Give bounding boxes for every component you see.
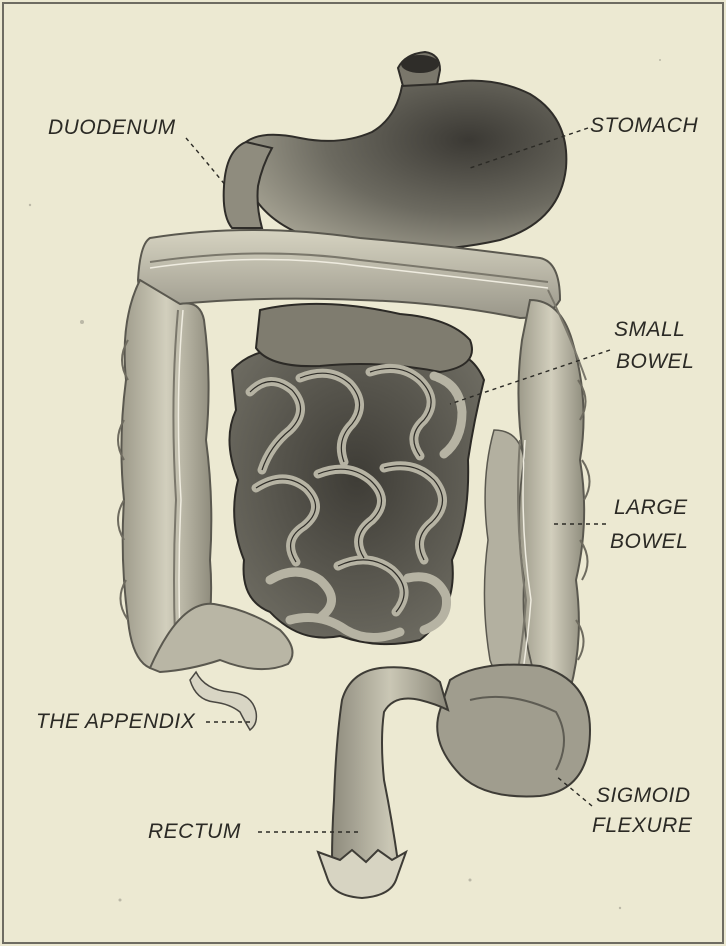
duodenum-leader (186, 138, 226, 186)
label-small-bowel-line1: SMALL (614, 318, 685, 342)
label-rectum: RECTUM (148, 820, 241, 844)
label-appendix: THE APPENDIX (36, 710, 195, 734)
rectum-shape (318, 667, 448, 898)
sigmoid-shape (437, 665, 590, 797)
label-small-bowel-line2: BOWEL (616, 350, 694, 374)
stomach-shape (224, 52, 567, 250)
label-duodenum: DUODENUM (48, 116, 176, 140)
label-large-bowel-line1: LARGE (614, 496, 688, 520)
label-large-bowel-line2: BOWEL (610, 530, 688, 554)
small-bowel-shape (229, 304, 484, 644)
label-sigmoid-line2: FLEXURE (592, 814, 692, 838)
label-sigmoid-line1: SIGMOID (596, 784, 691, 808)
label-stomach: STOMACH (590, 114, 698, 138)
